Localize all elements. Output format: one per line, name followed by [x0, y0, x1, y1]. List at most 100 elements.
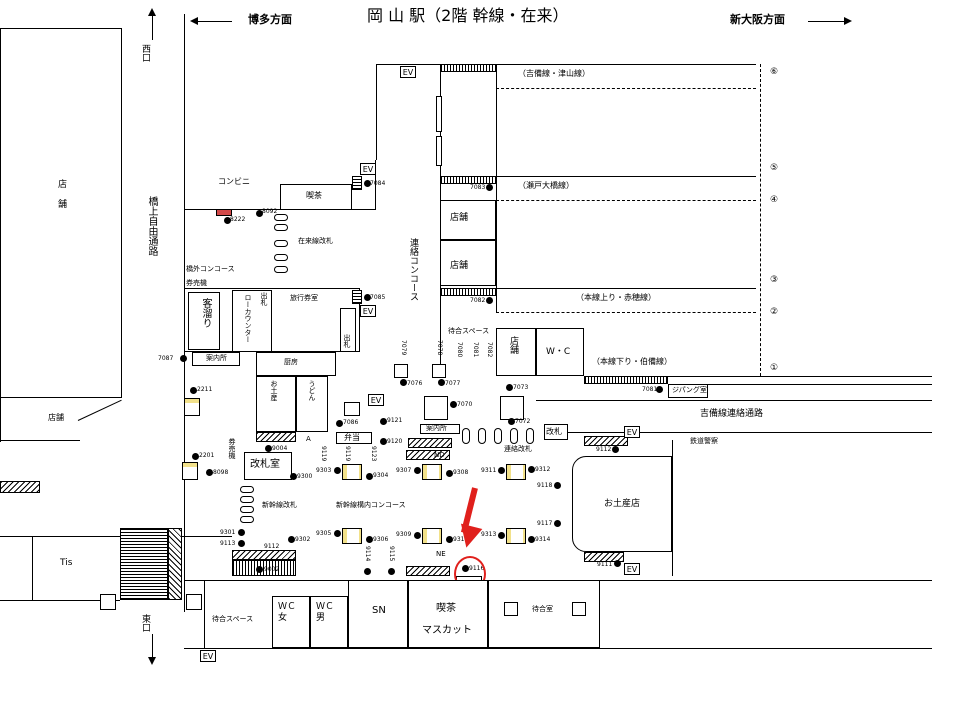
point-8222[interactable] — [224, 217, 231, 224]
point-7084[interactable] — [364, 180, 371, 187]
gate-stile — [478, 428, 486, 444]
point-9113[interactable] — [238, 540, 245, 547]
code-7073: 7073 — [513, 384, 529, 391]
point-7086[interactable] — [336, 420, 343, 427]
point-8092[interactable] — [256, 210, 263, 217]
code-9123: 9123 — [370, 446, 377, 462]
point-7081[interactable] — [656, 386, 663, 393]
point-9312[interactable] — [528, 466, 535, 473]
point-9120[interactable] — [380, 438, 387, 445]
local-counter-block — [232, 290, 272, 352]
sn-block — [348, 580, 408, 648]
point-9303[interactable] — [334, 467, 341, 474]
escalator-9111 — [584, 552, 624, 562]
code-9302: 9302 — [295, 536, 311, 543]
direction-shin-osaka: 新大阪方面 — [730, 13, 785, 26]
code-9114: 9114 — [364, 546, 371, 562]
ryoko-label: 旅行券室 — [290, 294, 318, 302]
bento-block — [336, 432, 372, 444]
escalator-east — [168, 528, 182, 600]
nori-koshi-label: 客溜り — [200, 298, 211, 328]
track — [496, 200, 756, 201]
point-7083[interactable] — [486, 184, 493, 191]
ticket-office-label: 券売機 — [186, 279, 207, 287]
escalator-ne — [406, 566, 450, 576]
point-9115[interactable] — [388, 568, 395, 575]
code-7085: 7085 — [370, 294, 386, 301]
point-9302[interactable] — [288, 536, 295, 543]
column — [100, 594, 116, 610]
track — [496, 312, 756, 313]
point-9118[interactable] — [554, 482, 561, 489]
elevator-top: EV — [400, 66, 416, 78]
column — [432, 364, 446, 378]
point-8098[interactable] — [206, 469, 213, 476]
point-9314[interactable] — [528, 536, 535, 543]
point-7087[interactable] — [180, 355, 187, 362]
zipangu-label: ジパング室 — [672, 386, 707, 394]
point-9121[interactable] — [380, 418, 387, 425]
code-9309: 9309 — [396, 531, 412, 538]
point-7070[interactable] — [450, 401, 457, 408]
pillar — [436, 96, 442, 132]
code-9002: 9002 — [264, 566, 280, 573]
point-7082[interactable] — [486, 297, 493, 304]
point-2201[interactable] — [192, 453, 199, 460]
point-9309[interactable] — [414, 532, 421, 539]
platform-escalator-6 — [440, 64, 496, 72]
shop1-block — [440, 200, 496, 240]
code-7081: 7081 — [642, 386, 658, 393]
direction-hakata: 博多方面 — [248, 13, 292, 26]
a-label: A — [306, 435, 311, 443]
escalator-9112 — [584, 436, 628, 446]
arrow-right-head-icon — [844, 17, 852, 25]
point-9313[interactable] — [498, 532, 505, 539]
wall-line — [0, 440, 80, 441]
point-9111[interactable] — [614, 560, 621, 567]
point-9300[interactable] — [290, 473, 297, 480]
konbini-label: コンビニ — [218, 177, 250, 186]
point-9311[interactable] — [498, 467, 505, 474]
escalator-9002 — [232, 550, 296, 560]
escalator-left — [0, 481, 40, 493]
point-7072[interactable] — [508, 418, 515, 425]
wc-f-block — [272, 596, 310, 648]
bridge-concourse-label: 橋外コンコース — [186, 265, 235, 273]
point-9310[interactable] — [446, 536, 453, 543]
kissa-label: 喫茶 — [436, 603, 456, 614]
wall — [376, 64, 440, 65]
point-9306[interactable] — [366, 536, 373, 543]
platform-4-num: ④ — [770, 195, 779, 205]
point-2211[interactable] — [190, 387, 197, 394]
point-7073[interactable] — [506, 384, 513, 391]
point-7076[interactable] — [438, 379, 445, 386]
gate-coil — [240, 506, 254, 513]
kiosk-2211 — [184, 398, 200, 416]
point-9304[interactable] — [366, 473, 373, 480]
code-7082: 7082 — [470, 297, 486, 304]
bento-stand — [344, 402, 360, 416]
kissa-top-label: 喫茶 — [306, 191, 322, 200]
code-7080: 7082 — [486, 342, 493, 358]
seat-7070 — [424, 396, 448, 420]
omiyage-small-label: お土産 — [270, 380, 278, 401]
kiosk-9309 — [422, 528, 442, 544]
point-9301[interactable] — [238, 529, 245, 536]
code-7078: 7081 — [472, 342, 479, 358]
kaisatsu-right-block — [340, 308, 356, 352]
point-9112[interactable] — [612, 446, 619, 453]
point-9114[interactable] — [364, 568, 371, 575]
point-7085[interactable] — [364, 294, 371, 301]
kissa-top-block — [280, 184, 352, 210]
tetsudo-label: 鉄道警察 — [690, 437, 718, 445]
point-9305[interactable] — [334, 530, 341, 537]
wc-right-label: W・C — [546, 347, 571, 357]
code-8222: 8222 — [230, 216, 246, 223]
point-9307[interactable] — [414, 467, 421, 474]
point-9002[interactable] — [256, 566, 263, 573]
point-9004[interactable] — [265, 445, 272, 452]
code-9308: 9308 — [453, 469, 469, 476]
point-9308[interactable] — [446, 470, 453, 477]
point-9117[interactable] — [554, 520, 561, 527]
point-7074[interactable] — [400, 379, 407, 386]
